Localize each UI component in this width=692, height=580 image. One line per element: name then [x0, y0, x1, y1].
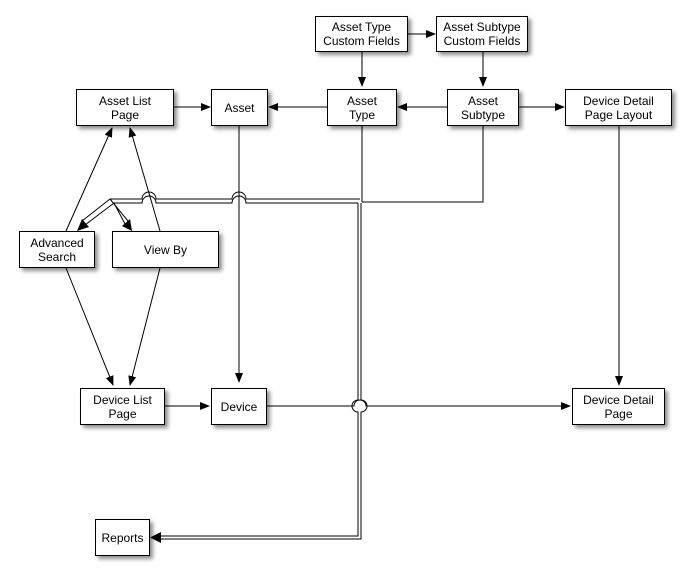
bus-branch-viewby-b [113, 202, 126, 225]
edge-viewby-to-asset-list [128, 127, 161, 232]
reports-node[interactable]: Reports [95, 519, 150, 556]
asset-node[interactable]: Asset [211, 89, 268, 126]
bus-lower-rail [114, 195, 358, 204]
asset-subtype-custom-fields-node[interactable]: Asset Subtype Custom Fields [436, 16, 528, 52]
view-by-node[interactable]: View By [112, 231, 219, 268]
bus-branch-advsearch-b [84, 202, 115, 226]
arrowhead-viewby [122, 219, 132, 231]
advanced-search-node[interactable]: Advanced Search [19, 231, 95, 268]
edge-asset-subtype-to-bus [362, 126, 484, 203]
device-list-page-node[interactable]: Device List Page [80, 388, 165, 425]
asset-type-node[interactable]: Asset Type [327, 89, 397, 126]
device-detail-page-layout-node[interactable]: Device Detail Page Layout [565, 89, 672, 126]
arrowhead-reports [150, 532, 161, 543]
asset-subtype-node[interactable]: Asset Subtype [447, 89, 519, 126]
bus-branch-viewby-a [109, 198, 129, 222]
edge-advsearch-to-device-list [65, 267, 114, 386]
bus-branch-advsearch-a [81, 198, 111, 222]
arrowhead-advsearch [77, 219, 89, 231]
bus-upper-rail [110, 191, 360, 200]
asset-list-page-node[interactable]: Asset List Page [76, 89, 174, 126]
edge-viewby-to-device-list [128, 267, 161, 386]
device-node[interactable]: Device [211, 388, 267, 425]
device-detail-page-node[interactable]: Device Detail Page [572, 388, 665, 425]
bus-vertical-right [160, 203, 368, 540]
edge-advsearch-to-asset-list [65, 127, 113, 232]
asset-type-custom-fields-node[interactable]: Asset Type Custom Fields [315, 16, 408, 52]
edge-device-to-ddp [267, 399, 571, 410]
bus-vertical-left [160, 203, 359, 537]
